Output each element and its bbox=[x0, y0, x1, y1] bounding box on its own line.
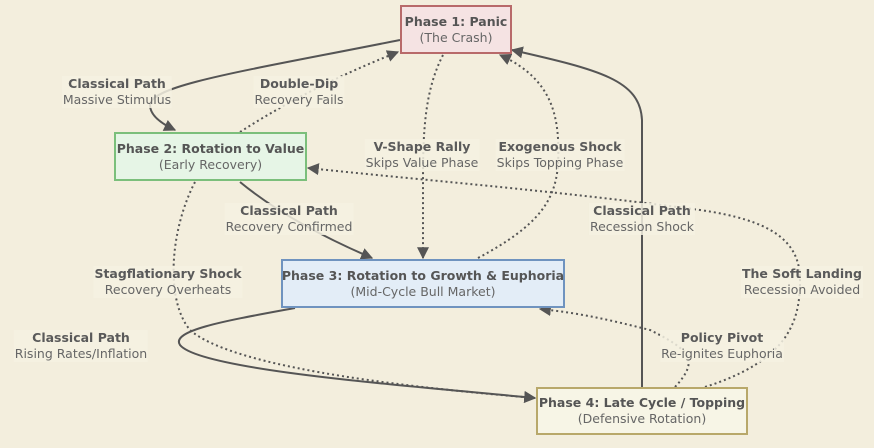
edge-label-subtitle: Recovery Fails bbox=[253, 92, 345, 108]
edge-label-title: Policy Pivot bbox=[660, 330, 784, 346]
edge-p1-p3 bbox=[417, 54, 444, 260]
edge-label-subtitle: Re-ignites Euphoria bbox=[660, 346, 784, 362]
node-phase-4[interactable]: Phase 4: Late Cycle / Topping (Defensive… bbox=[536, 387, 748, 435]
edge-label-v-shape: V-Shape Rally Skips Value Phase bbox=[364, 139, 480, 171]
edge-p4-p3 bbox=[538, 304, 690, 388]
edge-label-subtitle: Massive Stimulus bbox=[61, 92, 173, 108]
node-subtitle: (Mid-Cycle Bull Market) bbox=[350, 283, 496, 299]
edge-label-title: The Soft Landing bbox=[741, 266, 863, 282]
node-title: Phase 1: Panic bbox=[404, 13, 508, 29]
edge-label-double-dip: Double-Dip Recovery Fails bbox=[253, 76, 345, 108]
edge-label-subtitle: Recession Shock bbox=[588, 219, 696, 235]
edge-label-subtitle: Recovery Confirmed bbox=[224, 219, 354, 235]
edge-label-subtitle: Recession Avoided bbox=[741, 282, 863, 298]
node-phase-3[interactable]: Phase 3: Rotation to Growth & Euphoria (… bbox=[281, 259, 565, 308]
edge-p4-p2 bbox=[306, 163, 802, 388]
edge-label-recession-shock: Classical Path Recession Shock bbox=[588, 203, 696, 235]
edge-label-subtitle: Rising Rates/Inflation bbox=[13, 346, 149, 362]
edge-label-title: Double-Dip bbox=[253, 76, 345, 92]
edge-p4-p1 bbox=[510, 46, 643, 387]
edge-label-stagflationary-shock: Stagflationary Shock Recovery Overheats bbox=[93, 266, 243, 298]
node-title: Phase 3: Rotation to Growth & Euphoria bbox=[281, 267, 565, 283]
edge-label-subtitle: Skips Value Phase bbox=[364, 155, 480, 171]
edge-label-title: Classical Path bbox=[13, 330, 149, 346]
node-phase-2[interactable]: Phase 2: Rotation to Value (Early Recove… bbox=[114, 132, 307, 181]
node-phase-1[interactable]: Phase 1: Panic (The Crash) bbox=[400, 5, 512, 54]
node-subtitle: (Early Recovery) bbox=[158, 156, 263, 172]
edge-label-policy-pivot: Policy Pivot Re-ignites Euphoria bbox=[660, 330, 784, 362]
edge-label-title: Classical Path bbox=[588, 203, 696, 219]
edge-label-subtitle: Recovery Overheats bbox=[93, 282, 243, 298]
node-subtitle: (The Crash) bbox=[419, 29, 493, 45]
edge-label-title: Classical Path bbox=[224, 203, 354, 219]
edge-label-subtitle: Skips Topping Phase bbox=[495, 155, 625, 171]
edge-label-recovery-confirmed: Classical Path Recovery Confirmed bbox=[224, 203, 354, 235]
node-title: Phase 4: Late Cycle / Topping bbox=[538, 395, 746, 410]
node-subtitle: (Defensive Rotation) bbox=[577, 411, 707, 426]
edge-label-rising-rates: Classical Path Rising Rates/Inflation bbox=[13, 330, 149, 362]
node-title: Phase 2: Rotation to Value bbox=[116, 140, 305, 156]
edge-label-title: Classical Path bbox=[61, 76, 173, 92]
edge-label-title: Exogenous Shock bbox=[495, 139, 625, 155]
edge-p2-p1 bbox=[239, 50, 400, 133]
edge-label-soft-landing: The Soft Landing Recession Avoided bbox=[741, 266, 863, 298]
edge-label-massive-stimulus: Classical Path Massive Stimulus bbox=[61, 76, 173, 108]
edge-label-title: Stagflationary Shock bbox=[93, 266, 243, 282]
edge-label-title: V-Shape Rally bbox=[364, 139, 480, 155]
edge-label-exogenous-shock: Exogenous Shock Skips Topping Phase bbox=[495, 139, 625, 171]
edge-p3-p4 bbox=[177, 307, 537, 403]
